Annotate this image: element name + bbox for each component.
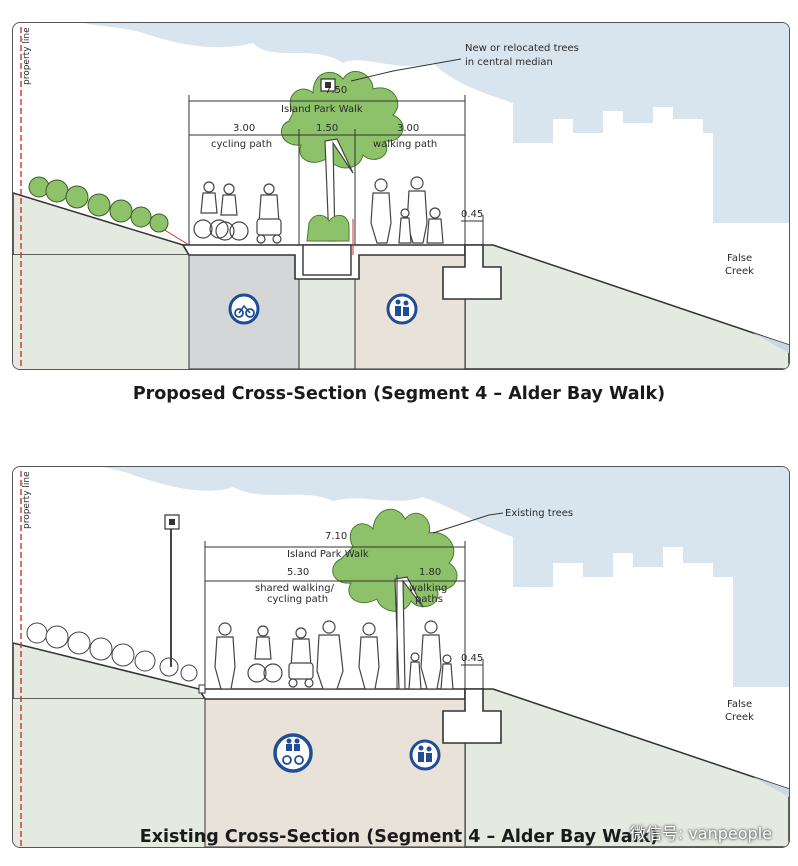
median-tree [280, 70, 404, 242]
false-creek-water [753, 333, 789, 353]
bike-symbol-icon [228, 293, 260, 325]
shared-width: 5.30 [287, 567, 309, 578]
edge-width: 0.45 [461, 653, 483, 664]
proposed-caption: Proposed Cross-Section (Segment 4 – Alde… [132, 384, 666, 404]
dimension-lines [204, 512, 504, 689]
walking-path-symbol-icon [409, 739, 441, 771]
shared-path-symbol-icon [273, 733, 313, 773]
water-label-2: Creek [725, 266, 754, 277]
lamp-post-icon [164, 514, 180, 667]
edge-width: 0.45 [461, 209, 483, 220]
red-guide-left [162, 228, 190, 246]
ground-left-fill [13, 255, 189, 369]
existing-caption: Existing Cross-Section (Segment 4 – Alde… [139, 827, 659, 847]
wechat-watermark: 微信号: vanpeople [629, 824, 772, 843]
existing-cross-section-drawing: property line [13, 467, 789, 847]
sky-clouds [103, 467, 789, 687]
proposed-cross-section-drawing: property line [13, 23, 789, 369]
total-label: Island Park Walk [287, 549, 369, 560]
shared-label-1: shared walking/ [255, 583, 335, 594]
curb-block [198, 684, 206, 694]
existing-cross-section-panel: property line [12, 466, 790, 848]
walk-label-2: paths [415, 594, 443, 605]
median-width: 1.50 [316, 123, 338, 134]
walking-width: 3.00 [397, 123, 419, 134]
seawall-footing [442, 688, 502, 744]
walk-label-1: walking [409, 583, 447, 594]
lamp-icon [320, 78, 336, 92]
annotation-line-2: in central median [465, 57, 553, 68]
dimension-lines [188, 58, 484, 245]
path-surface [197, 688, 466, 700]
stroller-figure [256, 183, 282, 244]
median-planter [302, 244, 352, 276]
total-width: 7.10 [325, 531, 347, 542]
hedge-shrubs [26, 622, 198, 682]
total-label: Island Park Walk [281, 104, 363, 115]
walk-width: 1.80 [419, 567, 441, 578]
cyclist-figures [193, 181, 249, 241]
water-label-2: Creek [725, 712, 754, 723]
hedge-shrubs [28, 176, 169, 233]
seawall-footing [442, 244, 502, 300]
shared-path-zone [204, 698, 466, 847]
annotation-line-1: New or relocated trees [465, 43, 579, 54]
water-label-1: False [727, 699, 752, 710]
annotation: Existing trees [505, 508, 573, 519]
total-width: 7.50 [325, 85, 347, 96]
pedestrian-and-cyclist-figures [214, 620, 454, 690]
shared-label-2: cycling path [267, 594, 328, 605]
cycling-width: 3.00 [233, 123, 255, 134]
water-label-1: False [727, 253, 752, 264]
cycling-label: cycling path [211, 139, 272, 150]
pedestrian-symbol-icon [386, 293, 418, 325]
ground-left-fill [13, 699, 205, 847]
false-creek-water [753, 777, 789, 797]
walker-figures [370, 176, 444, 244]
walking-label: walking path [373, 139, 437, 150]
property-line-label: property line [22, 471, 32, 529]
sky-clouds [83, 23, 789, 223]
property-line-label: property line [22, 27, 32, 85]
proposed-cross-section-panel: property line [12, 22, 790, 370]
